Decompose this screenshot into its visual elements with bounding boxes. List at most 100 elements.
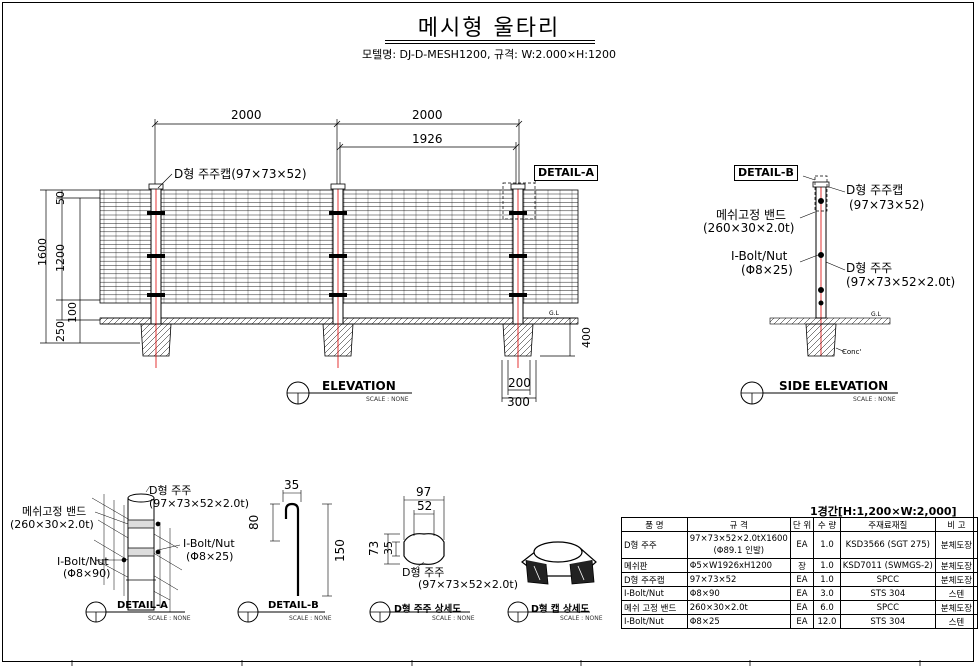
bom-note: 스텐 bbox=[934, 586, 978, 601]
bom-spec: 97×73×52×2.0tX1600 (Φ89.1 인발) bbox=[686, 531, 791, 559]
bom-note: 분체도장 bbox=[934, 558, 978, 573]
bom-note: 스텐 bbox=[934, 614, 978, 629]
dim-400: 400 bbox=[580, 327, 593, 348]
frame-ticks bbox=[71, 660, 921, 666]
side-elevation-title: SIDE ELEVATION bbox=[779, 379, 889, 393]
side-ground-level-label: G.L bbox=[871, 311, 881, 318]
bom-name: 메쉬판 bbox=[621, 558, 688, 573]
page-title: 메시형 울타리 bbox=[417, 16, 561, 41]
post-section-label-2: (97×73×52×2.0t) bbox=[418, 578, 519, 591]
post-section-title: D형 주주 상세도 bbox=[394, 604, 461, 615]
bom-material: STS 304 bbox=[839, 614, 936, 629]
bom-name: D형 주주 bbox=[621, 531, 688, 559]
bom-note: 분체도장 bbox=[934, 600, 978, 615]
side-band-label-1: 메쉬고정 밴드 bbox=[716, 208, 787, 222]
bom-note: 분체도장 bbox=[934, 531, 978, 559]
dim-100: 100 bbox=[66, 302, 79, 323]
detail-a-scale: SCALE : NONE bbox=[148, 615, 191, 622]
dim-50: 50 bbox=[54, 191, 67, 205]
bom-row: 메쉬판 Φ5×W1926xH1200 장 1.0 KSD7011 (SWMGS-… bbox=[621, 558, 978, 573]
bom-spec-line-1: 97×73×52×2.0tX1600 bbox=[689, 534, 788, 544]
post-cap bbox=[330, 183, 346, 190]
post-section-label-1: D형 주주 bbox=[402, 566, 445, 579]
cap-label: D형 주주캡(97×73×52) bbox=[174, 167, 307, 181]
dim-1200: 1200 bbox=[54, 244, 67, 272]
bom-unit: EA bbox=[789, 600, 815, 615]
detail-b-title: DETAIL-B bbox=[268, 600, 319, 611]
cap-detail-drawing bbox=[521, 541, 597, 585]
bom-name: D형 주주캡 bbox=[621, 572, 688, 587]
bom-col-name: 품 명 bbox=[621, 517, 688, 532]
mesh-wires bbox=[100, 190, 578, 303]
bom-unit: EA bbox=[789, 586, 815, 601]
dim-span-1: 2000 bbox=[231, 108, 262, 122]
post-band bbox=[147, 254, 165, 258]
bom-col-material: 주재료재질 bbox=[839, 517, 936, 532]
side-band-label-2: (260×30×2.0t) bbox=[703, 221, 795, 235]
bom-row: I-Bolt/Nut Φ8×25 EA 12.0 STS 304 스텐 bbox=[621, 614, 978, 629]
post-band bbox=[329, 293, 347, 297]
post-band bbox=[329, 254, 347, 258]
posts bbox=[140, 183, 534, 368]
side-elevation-title-symbol bbox=[740, 381, 898, 405]
side-elevation bbox=[769, 175, 891, 357]
dim-panel-width: 1926 bbox=[412, 132, 443, 146]
bom-spec: Φ8×25 bbox=[686, 614, 791, 629]
post-band bbox=[509, 254, 527, 258]
detail-a-bolt-l-label-2: (Φ8×90) bbox=[63, 567, 111, 580]
detail-a-bolt-r-label-1: I-Bolt/Nut bbox=[183, 537, 235, 550]
bom-name: 메쉬 고정 밴드 bbox=[621, 600, 688, 615]
bom-row: D형 주주캡 97×73×52 EA 1.0 SPCC 분체도장 bbox=[621, 572, 978, 587]
bom-qty: 6.0 bbox=[813, 600, 841, 615]
post-cap bbox=[148, 183, 164, 190]
title-underline bbox=[385, 40, 595, 41]
elevation-scale: SCALE : NONE bbox=[366, 396, 409, 403]
side-elevation-scale: SCALE : NONE bbox=[853, 396, 896, 403]
model-spec: 모텔명: DJ-D-MESH1200, 규격: W:2.000×H:1200 bbox=[361, 48, 617, 61]
bom-name: I-Bolt/Nut bbox=[621, 586, 688, 601]
dim-250: 250 bbox=[54, 321, 67, 342]
cap-detail-scale: SCALE : NONE bbox=[560, 615, 603, 622]
detail-a-post-label-1: D형 주주 bbox=[149, 484, 192, 497]
bom-material: SPCC bbox=[839, 572, 936, 587]
bom-header: 1경간[H:1,200×W:2,000] bbox=[810, 505, 957, 518]
post-band bbox=[509, 293, 527, 297]
bom-unit: EA bbox=[789, 531, 815, 559]
detail-b-scale: SCALE : NONE bbox=[289, 615, 332, 622]
bom-material: STS 304 bbox=[839, 586, 936, 601]
detail-a-title-symbol bbox=[85, 601, 185, 623]
post-cap bbox=[510, 183, 526, 190]
side-concrete-label: Conc' bbox=[842, 348, 862, 356]
bom-row: D형 주주 97×73×52×2.0tX1600 (Φ89.1 인발) EA 1.… bbox=[621, 531, 978, 559]
detail-a-title: DETAIL-A bbox=[117, 600, 168, 611]
bom-qty: 12.0 bbox=[813, 614, 841, 629]
bom-spec-line-2: (Φ89.1 인발) bbox=[713, 546, 765, 556]
elevation-title: ELEVATION bbox=[322, 379, 396, 393]
side-post-label-2: (97×73×52×2.0t) bbox=[846, 275, 956, 289]
detail-a-bolt-l-label-1: I-Bolt/Nut bbox=[57, 555, 109, 568]
bom-unit: 장 bbox=[789, 558, 815, 573]
detail-a-drawing bbox=[91, 485, 183, 612]
bom-row: 메쉬 고정 밴드 260×30×2.0t EA 6.0 SPCC 분체도장 bbox=[621, 600, 978, 615]
detail-a-tag: DETAIL-A bbox=[534, 165, 598, 181]
bom-material: SPCC bbox=[839, 600, 936, 615]
post-section-dim-35: 35 bbox=[382, 541, 395, 555]
post-section-drawing bbox=[384, 496, 445, 569]
detail-a-band-label-1: 메쉬고정 밴드 bbox=[22, 505, 87, 518]
post-band bbox=[147, 211, 165, 215]
elevation-dimensions bbox=[40, 119, 575, 402]
bom-spec: 97×73×52 bbox=[686, 572, 791, 587]
elevation-title-symbol bbox=[286, 381, 412, 405]
bill-of-materials: 품 명 규 격 단 위 수 량 주재료재질 비 고 D형 주주 97×73×52… bbox=[621, 517, 978, 629]
bom-unit: EA bbox=[789, 614, 815, 629]
post-band bbox=[147, 293, 165, 297]
bom-material: KSD3566 (SGT 275) bbox=[839, 531, 936, 559]
fence-post bbox=[140, 183, 172, 368]
bom-qty: 1.0 bbox=[813, 531, 841, 559]
post-section-title-symbol bbox=[369, 601, 470, 623]
bom-unit: EA bbox=[789, 572, 815, 587]
bom-col-unit: 단 위 bbox=[789, 517, 815, 532]
dim-200: 200 bbox=[508, 376, 531, 390]
